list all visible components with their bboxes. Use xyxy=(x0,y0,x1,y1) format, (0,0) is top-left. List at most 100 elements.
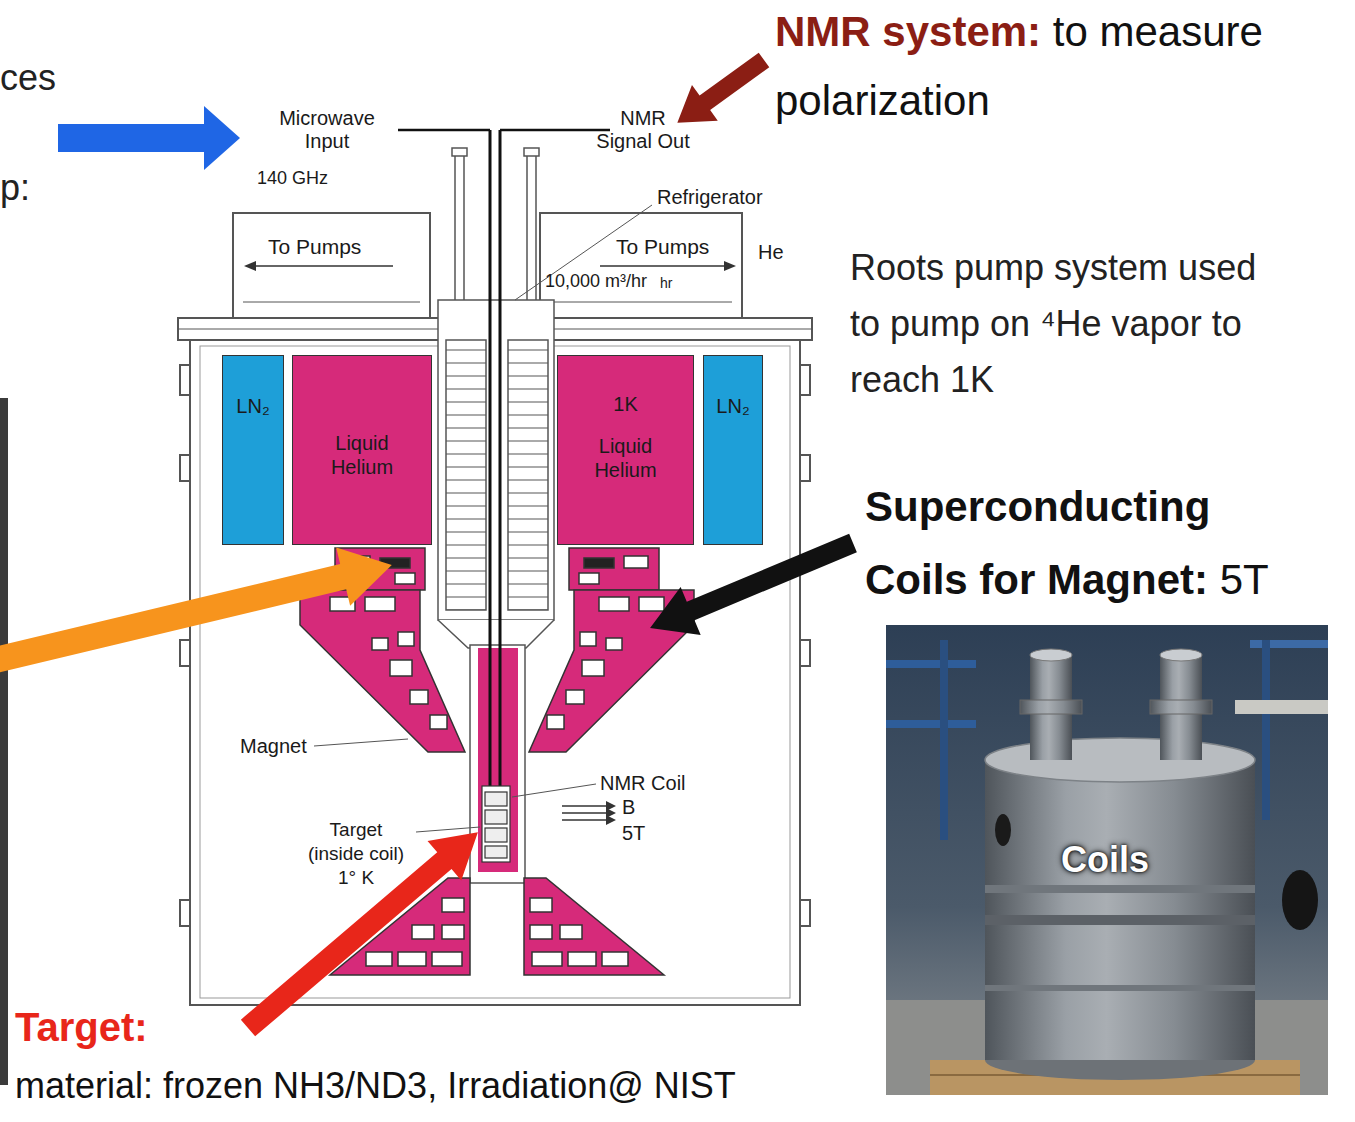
magnet-winding xyxy=(398,632,414,646)
coil-photo xyxy=(1250,640,1328,648)
field-label: 5T xyxy=(622,821,645,845)
callout-text: material: frozen NH3/ND3, Irradiation@ N… xyxy=(15,1064,736,1107)
magnet-winding xyxy=(390,660,412,676)
magnet-winding xyxy=(412,925,434,939)
coil-photo xyxy=(1235,700,1328,714)
slide-edge-bar xyxy=(0,398,8,1085)
photo-label: Coils xyxy=(1005,838,1205,881)
pump-flow-arrow xyxy=(244,261,256,271)
label-holder: hr xyxy=(660,275,672,292)
label-holder: NMR Signal Out xyxy=(593,107,693,153)
coil-photo xyxy=(1150,700,1212,714)
label-holder: ces xyxy=(0,56,56,99)
label-holder: Magnet xyxy=(240,734,307,758)
coil-photo xyxy=(940,640,948,840)
callout-arrow xyxy=(664,42,776,140)
coil-photo xyxy=(985,885,1255,893)
part-label: Target (inside coil) 1° K xyxy=(300,818,412,890)
refrigerator-insert xyxy=(438,620,554,648)
callout-title: Target: xyxy=(15,1003,148,1051)
tank-label: Liquid Helium xyxy=(322,431,402,479)
nitrogen-tank: LN₂ xyxy=(703,355,763,545)
coil-photo xyxy=(1282,870,1318,930)
callout-block: NMR system:to measure polarization xyxy=(775,2,1350,140)
refrigerator-insert xyxy=(508,340,548,610)
nitrogen-tank: LN₂ xyxy=(222,355,284,545)
refrigerator-insert xyxy=(438,300,554,648)
sample-cell xyxy=(485,792,507,806)
waveguide xyxy=(398,129,490,132)
callout-title: NMR system: xyxy=(775,8,1041,55)
sample-tail xyxy=(470,645,525,883)
magnet-winding xyxy=(410,690,428,704)
pump-housing xyxy=(233,213,430,318)
temperature-label: 1K xyxy=(586,392,666,416)
pump-housing xyxy=(243,302,420,303)
callout-title: Superconducting Coils for Magnet: xyxy=(865,483,1210,603)
coil-photo xyxy=(886,625,1328,1095)
cryostat-body xyxy=(800,640,810,666)
callout-arrow xyxy=(0,42,863,1048)
label-holder: material: frozen NH3/ND3, Irradiation@ N… xyxy=(15,1064,736,1107)
field-label: B xyxy=(622,795,635,819)
part-label: NMR Coil xyxy=(600,771,686,795)
coil-photo xyxy=(985,915,1255,925)
magnet-winding xyxy=(398,952,426,966)
note-text: Roots pump system used to pump on ⁴He va… xyxy=(850,240,1280,408)
waveguide xyxy=(499,130,502,788)
refrigerator-insert xyxy=(438,300,554,620)
helium-tank: Liquid Helium xyxy=(292,355,432,545)
port-label: To Pumps xyxy=(268,234,361,259)
sample-cell xyxy=(485,828,507,842)
sample-tail xyxy=(470,645,525,883)
leader-line xyxy=(314,739,408,746)
leader-line xyxy=(512,784,596,797)
feed-rod xyxy=(452,148,467,156)
waveguide xyxy=(500,129,610,132)
port-label: To Pumps xyxy=(616,234,709,259)
callout-block: Superconducting Coils for Magnet:5T xyxy=(865,475,1305,621)
pump-housing xyxy=(550,302,732,303)
field-arrow xyxy=(562,819,608,821)
coil-photo xyxy=(1160,649,1202,661)
magnet-winding xyxy=(366,952,392,966)
magnet-winding xyxy=(395,573,415,584)
label-holder: NMR Coil xyxy=(600,771,686,795)
flow-rate: 10,000 m³/hr xyxy=(545,270,647,292)
coil-photo xyxy=(1262,640,1270,820)
label-holder: Microwave Input xyxy=(272,107,382,153)
port-label: NMR Signal Out xyxy=(593,107,693,153)
cryostat-body xyxy=(180,640,190,666)
coil-photo xyxy=(886,660,976,668)
frequency-label: 140 GHz xyxy=(257,167,328,189)
tank-label: LN₂ xyxy=(223,394,283,418)
callout-arrow xyxy=(0,536,399,689)
field-arrow xyxy=(562,801,616,825)
label-holder: To Pumps xyxy=(268,234,361,259)
magnet-winding xyxy=(365,597,395,611)
coil-photo xyxy=(985,985,1255,991)
label-holder: p: xyxy=(0,166,30,209)
cut-off-text: p: xyxy=(0,166,30,209)
coil-photo xyxy=(886,720,976,728)
unit-fragment: hr xyxy=(660,275,672,292)
label-holder: Target (inside coil) 1° K xyxy=(300,818,412,890)
magnet-winding xyxy=(524,878,664,975)
cryostat-body xyxy=(180,365,190,395)
magnet-winding xyxy=(442,925,464,939)
cryostat-body xyxy=(800,900,810,926)
coil-photo xyxy=(1020,700,1082,714)
cut-off-text: ces xyxy=(0,56,56,99)
helium-tank: 1KLiquid Helium xyxy=(557,355,694,545)
label-holder: Refrigerator xyxy=(657,185,763,209)
pump-flow-arrow xyxy=(600,265,726,267)
refrigerator-insert xyxy=(446,340,486,610)
callout-arrow xyxy=(231,812,495,1047)
pump-flow-arrow xyxy=(254,265,393,267)
magnet-winding xyxy=(430,715,447,729)
gas-label: He xyxy=(758,240,784,264)
magnet-winding xyxy=(529,548,694,752)
magnet-winding xyxy=(432,952,462,966)
label-holder: B xyxy=(622,795,635,819)
field-arrow xyxy=(562,805,608,807)
